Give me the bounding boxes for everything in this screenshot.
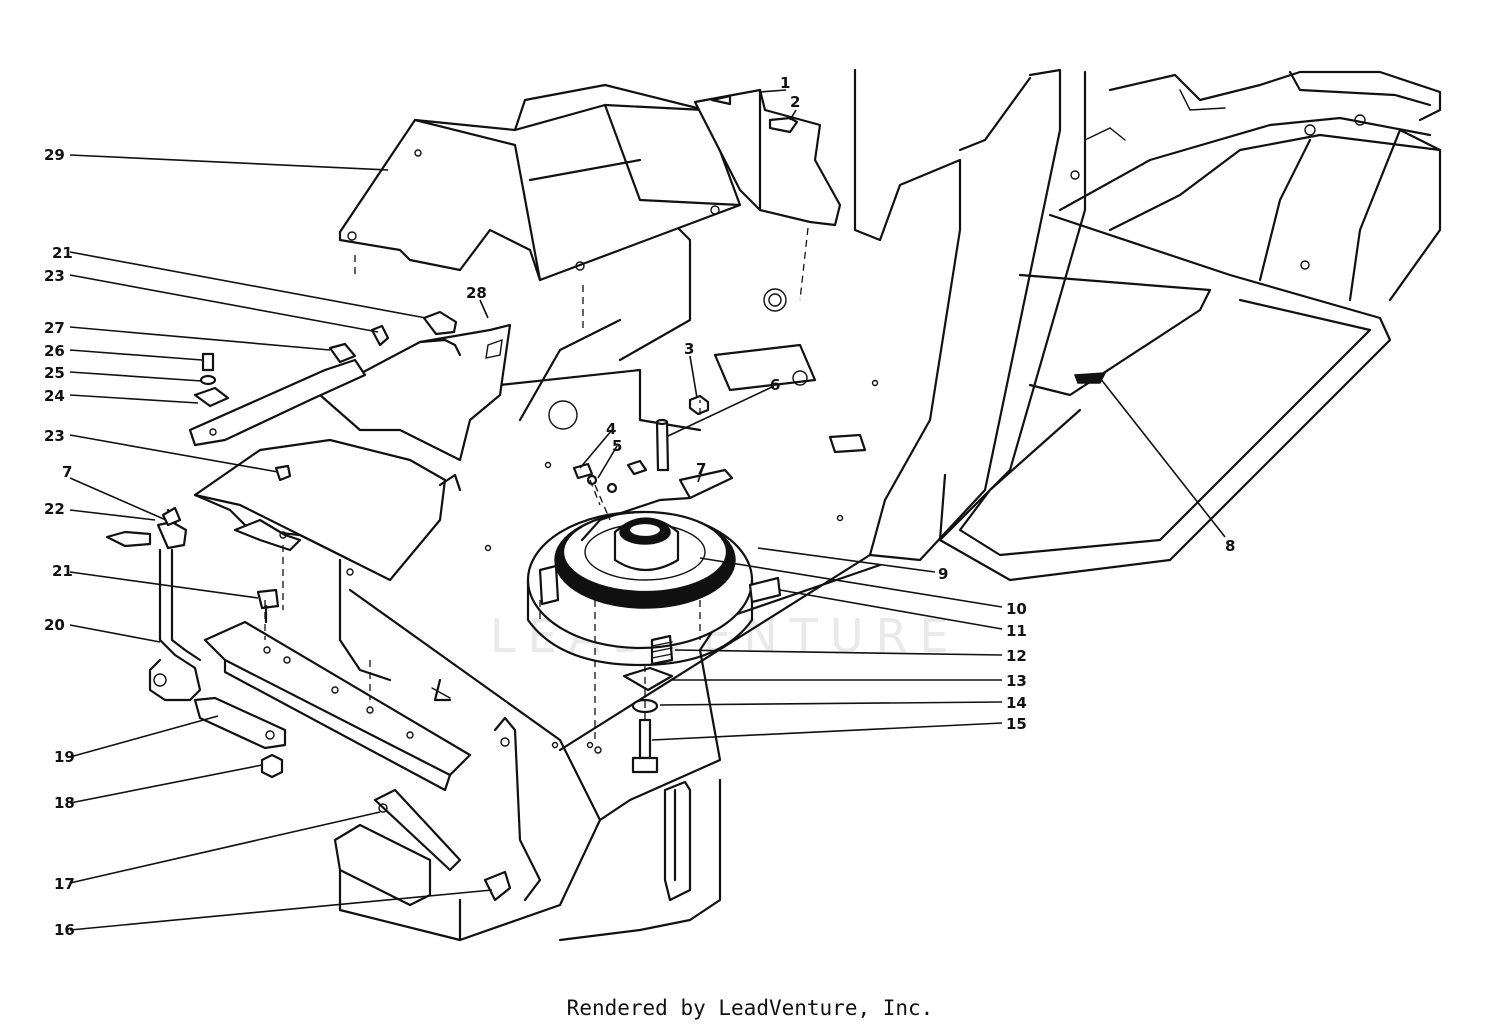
part-19-link [193, 696, 287, 750]
callout-26: 26 [44, 342, 65, 360]
part-18-nut [260, 753, 284, 779]
callout-22: 22 [44, 500, 65, 518]
part-26-bolt [201, 352, 215, 372]
callout-10: 10 [1006, 600, 1027, 618]
callout-5: 5 [612, 437, 622, 455]
callout-29: 29 [44, 146, 65, 164]
part-6-pin [655, 418, 670, 472]
part-28-shield [188, 323, 512, 700]
callout-24: 24 [44, 387, 65, 405]
callout-6: 6 [770, 376, 780, 394]
callout-23-top: 23 [44, 267, 65, 285]
part-9-clutch-pulley [526, 496, 754, 667]
part-1-bracket [693, 88, 842, 301]
callout-17: 17 [54, 875, 75, 893]
part-24-clip [193, 386, 230, 408]
callout-4: 4 [606, 420, 616, 438]
callout-14: 14 [1006, 694, 1027, 712]
part-11-spring [538, 564, 674, 666]
callout-2: 2 [790, 93, 800, 111]
assembly-lines [264, 400, 701, 740]
callout-18: 18 [54, 794, 75, 812]
callout-15: 15 [1006, 715, 1027, 733]
part-27-clip [328, 342, 357, 364]
part-20-rod [148, 548, 202, 702]
footer-credit: Rendered by LeadVenture, Inc. [566, 996, 934, 1020]
callout-labels: 1 2 29 21 23 28 27 26 25 24 23 7 22 21 2… [44, 74, 1235, 939]
callout-8: 8 [1225, 537, 1235, 555]
callout-23-mid: 23 [44, 427, 65, 445]
part-3-nut [688, 394, 710, 416]
callout-11: 11 [1006, 622, 1027, 640]
part-21-bolt-top [422, 310, 458, 336]
part-23-screw-top [370, 324, 390, 347]
callout-1: 1 [780, 74, 790, 92]
part-23-screw-mid [274, 464, 292, 482]
callout-25: 25 [44, 364, 65, 382]
callout-28: 28 [466, 284, 487, 302]
part-21-bolt-low [256, 588, 280, 624]
part-7-bracket-left [161, 506, 182, 527]
callout-16: 16 [54, 921, 75, 939]
leader-lines [69, 89, 1226, 931]
part-4-5-fasteners [572, 459, 648, 494]
callout-27: 27 [44, 319, 65, 337]
callout-20: 20 [44, 616, 65, 634]
callout-3: 3 [684, 340, 694, 358]
callout-7-left: 7 [62, 463, 72, 481]
callout-7-center: 7 [696, 460, 706, 478]
callout-13: 13 [1006, 672, 1027, 690]
callout-9: 9 [938, 565, 948, 583]
callout-21-top: 21 [52, 244, 73, 262]
part-15-bolt [631, 718, 659, 774]
part-29-cover [338, 83, 742, 330]
callout-19: 19 [54, 748, 75, 766]
callout-21-low: 21 [52, 562, 73, 580]
part-7-bracket-center [678, 468, 782, 604]
callout-12: 12 [1006, 647, 1027, 665]
part-25-washer [199, 374, 217, 386]
part-13-plate [622, 666, 674, 692]
